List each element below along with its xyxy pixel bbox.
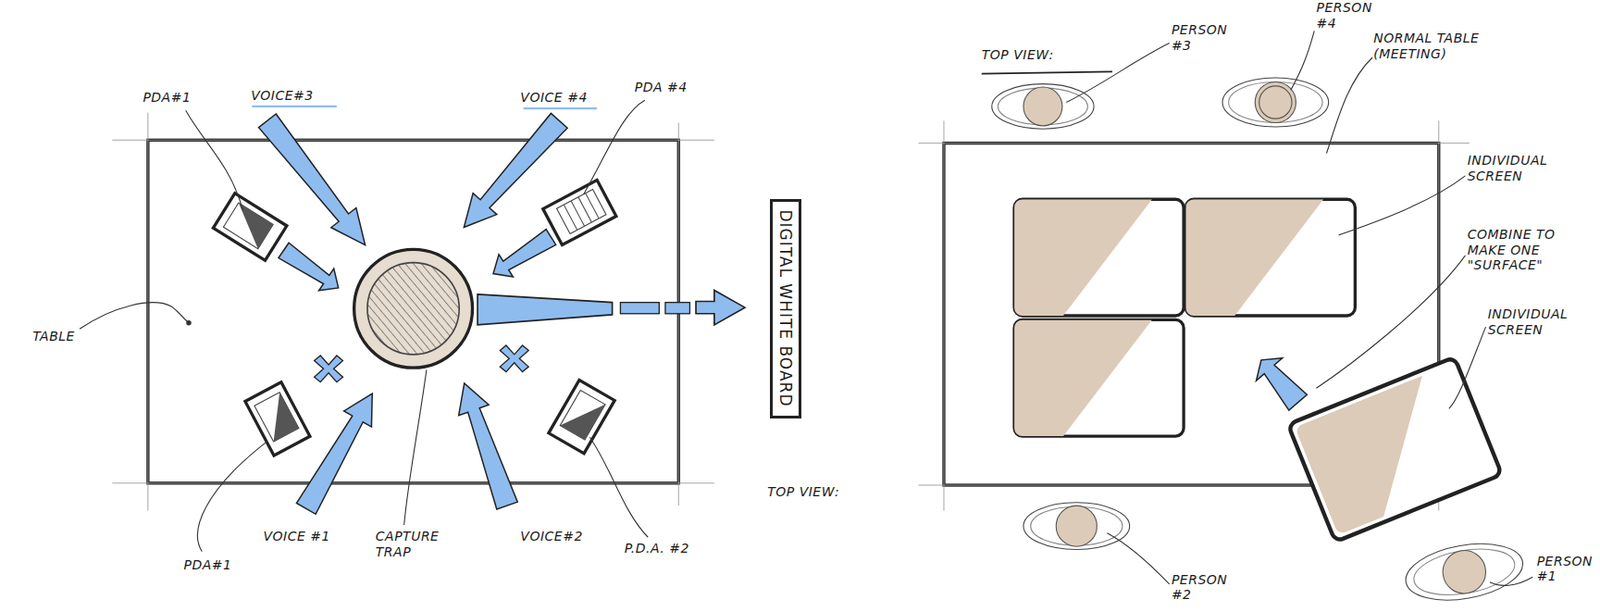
table-outline — [111, 112, 715, 511]
callout-label: P.D.A. #2 — [624, 540, 727, 557]
callout-label: TOP VIEW: — [767, 483, 880, 500]
title-underline — [981, 71, 1113, 74]
callout-label: CAPTURE TRAP — [375, 528, 459, 560]
callout-label: VOICE #4 — [520, 89, 618, 106]
callout-label: PERSON #3 — [1171, 22, 1235, 54]
node-text: DIGITAL WHITE BOARD — [776, 210, 795, 408]
label-underline — [523, 107, 597, 110]
callout-label: VOICE#2 — [520, 528, 618, 545]
callout-label: PDA #4 — [634, 79, 717, 96]
callout-label: PDA#1 — [142, 89, 224, 106]
x-mark — [314, 345, 530, 383]
pda-device — [543, 180, 617, 246]
person — [992, 77, 1528, 608]
individual-screen — [1185, 198, 1355, 316]
output-arrow — [477, 289, 745, 324]
individual-screen — [1288, 357, 1502, 542]
callout-label: COMBINE TO MAKE ONE "SURFACE" — [1467, 226, 1578, 273]
pda-device — [245, 382, 311, 456]
callout-label: PERSON #4 — [1315, 0, 1379, 32]
individual-screen — [1014, 198, 1184, 316]
capture-trap — [354, 248, 473, 368]
leader-line — [1066, 30, 1533, 585]
callout-label: INDIVIDUAL SCREEN — [1488, 306, 1590, 338]
callout-label: TABLE — [32, 328, 104, 345]
leader-line — [79, 99, 648, 551]
callout-label: VOICE #1 — [262, 528, 360, 545]
callout-label: VOICE#3 — [250, 87, 348, 104]
label-underline — [251, 105, 337, 108]
callout-label: PDA#1 — [183, 557, 265, 573]
pda-device — [212, 193, 286, 261]
whiteboard-box: DIGITAL WHITE BOARD — [769, 198, 802, 419]
move-arrow — [1248, 348, 1312, 414]
individual-screen — [1014, 319, 1184, 436]
callout-label: NORMAL TABLE (MEETING) — [1373, 30, 1496, 63]
callout-label: TOP VIEW: — [981, 47, 1094, 63]
pda-device — [548, 379, 615, 453]
callout-label: PERSON #1 — [1537, 553, 1594, 585]
callout-label: INDIVIDUAL SCREEN — [1467, 152, 1570, 185]
callout-label: PERSON #2 — [1171, 571, 1235, 604]
